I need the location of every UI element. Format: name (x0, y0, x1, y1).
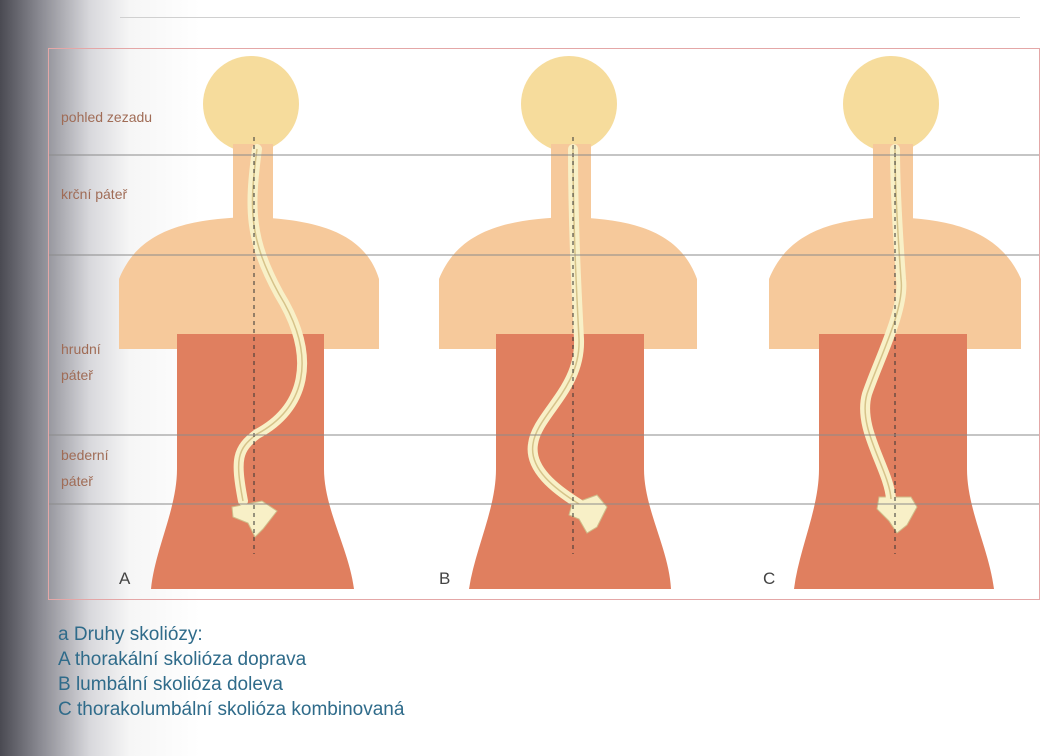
head-b (521, 56, 617, 152)
top-rule (120, 17, 1020, 18)
caption-item-b: B lumbální skolióza doleva (58, 672, 404, 697)
row-label-thoracic-1: hrudní (61, 339, 101, 359)
panel-letter-b: B (439, 569, 450, 589)
caption-item-c: C thorakolumbální skolióza kombinovaná (58, 697, 404, 722)
head-a (203, 56, 299, 152)
row-label-lumbar-1: bederní (61, 445, 108, 465)
figure-illustration (49, 49, 1040, 600)
figure-c (769, 56, 1021, 589)
row-label-thoracic-2: páteř (61, 365, 93, 385)
head-c (843, 56, 939, 152)
figure-b (439, 56, 697, 589)
figure-caption: a Druhy skoliózy: A thorakální skolióza … (58, 622, 404, 722)
caption-title: a Druhy skoliózy: (58, 622, 404, 647)
panel-letter-a: A (119, 569, 130, 589)
panel-letter-c: C (763, 569, 775, 589)
figure-a (119, 56, 379, 589)
torso-c (794, 334, 994, 589)
torso-a (151, 334, 354, 589)
scoliosis-figure: pohled zezadu krční páteř hrudní páteř b… (48, 48, 1040, 600)
row-label-cervical: krční páteř (61, 184, 127, 204)
caption-item-a: A thorakální skolióza doprava (58, 647, 404, 672)
row-label-lumbar-2: páteř (61, 471, 93, 491)
row-label-view: pohled zezadu (61, 107, 152, 127)
